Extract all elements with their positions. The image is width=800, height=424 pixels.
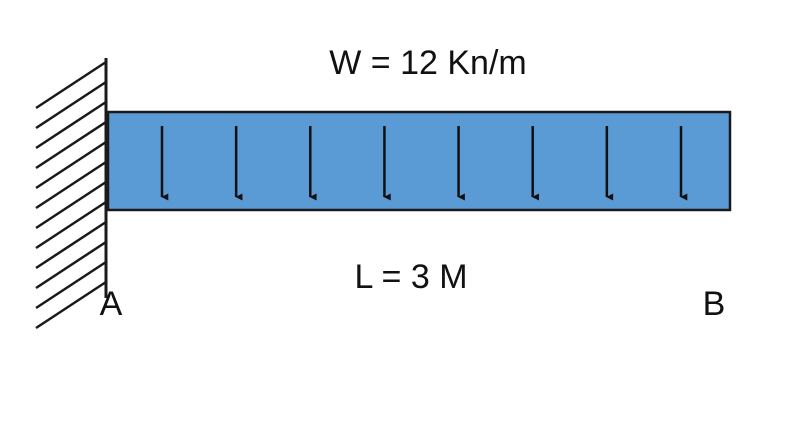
load-label: W = 12 Kn/m — [329, 44, 526, 82]
hatch-line — [35, 260, 107, 310]
beam — [106, 110, 732, 212]
support-label-a: A — [100, 285, 123, 323]
hatch-line — [35, 240, 107, 290]
free-end-label-b: B — [703, 285, 726, 323]
distributed-load-arrows — [160, 126, 688, 201]
hatch-line — [35, 80, 107, 130]
hatch-line — [35, 60, 107, 110]
hatch-line — [35, 280, 107, 330]
hatch-line — [35, 100, 107, 150]
hatch-line — [35, 120, 107, 170]
hatch-line — [35, 140, 107, 190]
fixed-support — [35, 58, 108, 330]
hatch-line — [35, 180, 107, 230]
hatch-line — [35, 200, 107, 250]
support-hatching — [35, 60, 107, 330]
length-label: L = 3 M — [354, 258, 467, 296]
hatch-line — [35, 220, 107, 270]
hatch-line — [35, 160, 107, 210]
